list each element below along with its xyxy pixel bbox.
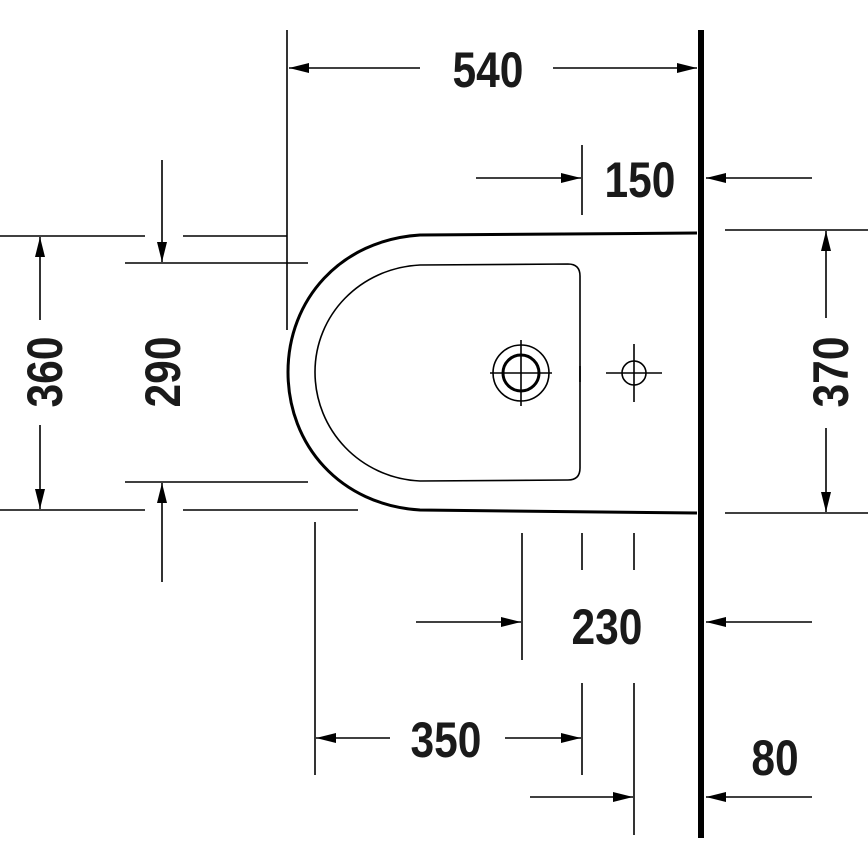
dimension-label: 150 xyxy=(605,152,676,208)
dimension-80: 80 xyxy=(530,683,812,835)
dimension-label: 350 xyxy=(411,712,482,768)
dimension-230: 230 xyxy=(416,533,812,660)
dimension-290: 290 xyxy=(125,160,308,582)
dimension-label: 370 xyxy=(803,337,859,408)
dimension-label: 230 xyxy=(572,599,643,655)
dimension-370: 370 xyxy=(725,229,868,514)
dimension-label: 290 xyxy=(135,337,191,408)
fixing-hole-icon xyxy=(606,344,662,402)
dimension-label: 360 xyxy=(17,337,73,408)
dimension-540: 540 xyxy=(286,30,697,330)
dimension-350: 350 xyxy=(314,522,583,775)
dimension-360: 360 xyxy=(0,235,358,511)
tap-hole-icon xyxy=(490,340,552,406)
dimension-label: 80 xyxy=(751,730,798,786)
bidet-bowl-outline xyxy=(314,263,581,482)
bidet-outer-outline xyxy=(286,231,698,515)
dimension-150: 150 xyxy=(476,145,812,215)
dimension-label: 540 xyxy=(453,42,524,98)
